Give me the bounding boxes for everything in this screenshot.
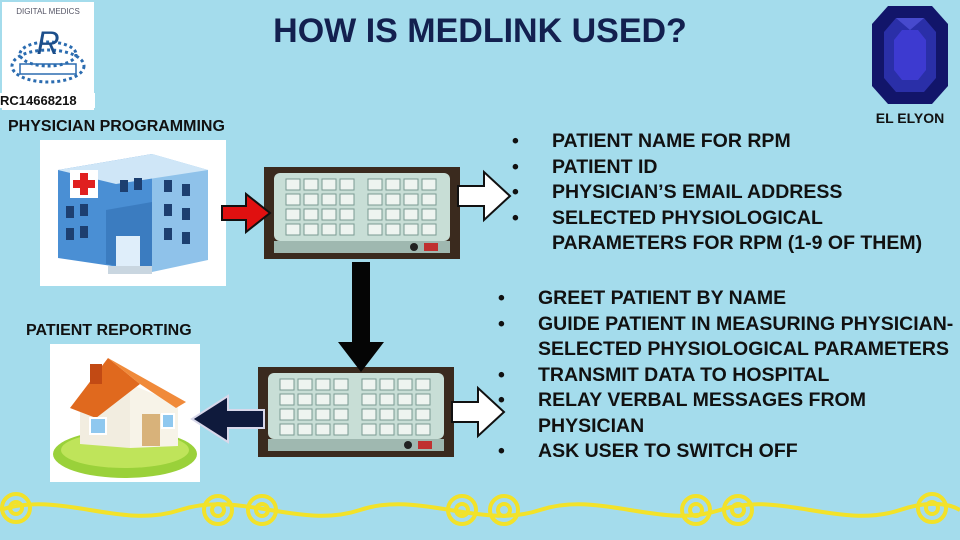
svg-text:R: R — [36, 25, 59, 61]
medlink-device-reporting — [258, 367, 454, 457]
registration-number: RC14668218 — [0, 93, 95, 108]
list-item: PATIENT NAME FOR RPM — [512, 129, 960, 155]
reporting-list: GREET PATIENT BY NAME GUIDE PATIENT IN M… — [498, 286, 960, 465]
list-item: PHYSICIAN’S EMAIL ADDRESS — [512, 180, 960, 206]
medlink-device-programming — [264, 167, 460, 259]
list-item: ASK USER TO SWITCH OFF — [498, 439, 960, 465]
arrow-right-outline-bottom — [451, 385, 506, 439]
company-logo: DIGITAL MEDICS R — [2, 2, 94, 110]
logo-top-text: DIGITAL MEDICS — [16, 7, 80, 16]
list-item: TRANSMIT DATA TO HOSPITAL — [498, 363, 960, 389]
list-item: GUIDE PATIENT IN MEASURING PHYSICIAN-SEL… — [498, 312, 960, 363]
sapphire-gem-icon — [870, 2, 950, 108]
arrow-left-navy — [190, 394, 265, 444]
page-title: HOW IS MEDLINK USED? — [273, 12, 687, 50]
list-item: SELECTED PHYSIOLOGICAL PARAMETERS FOR RP… — [512, 206, 960, 257]
list-item: PATIENT ID — [512, 155, 960, 181]
list-item: RELAY VERBAL MESSAGES FROM PHYSICIAN — [498, 388, 960, 439]
arrow-right-red — [221, 191, 272, 235]
house-icon — [50, 344, 200, 482]
section-physician-programming: PHYSICIAN PROGRAMMING — [8, 118, 225, 135]
arrow-right-outline-top — [457, 169, 512, 223]
list-item: GREET PATIENT BY NAME — [498, 286, 960, 312]
decorative-wave — [0, 492, 960, 526]
hospital-icon — [40, 140, 226, 286]
arrow-down-black — [338, 262, 384, 372]
section-patient-reporting: PATIENT REPORTING — [26, 322, 192, 339]
brand-label: EL ELYON — [875, 110, 945, 126]
logo-emblem-icon: DIGITAL MEDICS R — [10, 7, 86, 84]
programming-list: PATIENT NAME FOR RPM PATIENT ID PHYSICIA… — [512, 129, 960, 257]
